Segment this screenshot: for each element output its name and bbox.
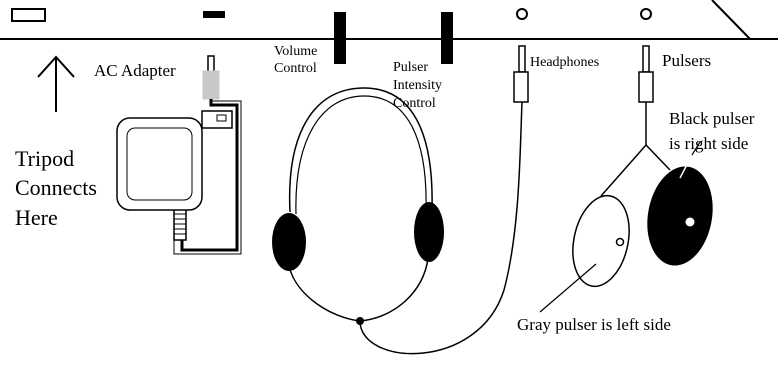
- headphones-jack: [516, 8, 528, 20]
- volume-control-label-line1: Volume: [274, 44, 317, 59]
- ac-adapter-prong-hole: [216, 114, 227, 122]
- ac-adapter-label: AC Adapter: [94, 61, 176, 80]
- headphone-plug-grip: [513, 71, 529, 103]
- black-pulser-leader-line: [691, 141, 701, 156]
- volume-control-slider[interactable]: [334, 12, 346, 64]
- ac-adapter-body-inset: [126, 127, 193, 201]
- black-pulser-right: [647, 166, 713, 266]
- headphone-cord: [359, 101, 523, 355]
- ac-adapter-body: [116, 117, 203, 211]
- tripod-label-line2: Connects: [15, 175, 97, 200]
- ac-power-port: [203, 11, 225, 18]
- headband-inner: [295, 95, 427, 215]
- black-pulser-indicator-dot: [685, 217, 695, 227]
- ac-adapter: [116, 55, 242, 255]
- gray-pulser-left: [572, 194, 630, 288]
- ac-adapter-plug-grip: [202, 70, 220, 100]
- pulsers-label: Pulsers: [662, 51, 711, 70]
- tripod-arrow-icon: [37, 55, 75, 112]
- device-corner-bevel: [711, 0, 751, 40]
- black-pulser-leader-inside: [679, 154, 693, 179]
- black-pulser-label-line2: is right side: [669, 134, 748, 153]
- gray-pulser-leader-line: [539, 263, 597, 313]
- left-ear-cup: [272, 213, 306, 271]
- black-pulser-label-line1: Black pulser: [669, 109, 755, 128]
- ac-adapter-cord: [180, 99, 239, 252]
- pulser-plug-grip: [638, 71, 654, 103]
- ac-adapter-cord-outline: [173, 99, 242, 255]
- pulser-intensity-label-line3: Control: [393, 96, 436, 111]
- pulser-intensity-control-slider[interactable]: [441, 12, 453, 64]
- pulser-plug-tip: [642, 45, 650, 73]
- headband-outer: [288, 87, 433, 213]
- tripod-socket: [11, 8, 46, 22]
- right-ear-cup: [414, 202, 444, 262]
- device-panel: [0, 0, 778, 40]
- ac-adapter-strain-relief-rings: [174, 213, 186, 235]
- pulser-cord-right-branch: [645, 144, 671, 171]
- headphone-plug-tip: [518, 45, 526, 73]
- pulser-intensity-label-line1: Pulser: [393, 60, 428, 75]
- pulser-intensity-label-line2: Intensity: [393, 78, 442, 93]
- tripod-label-line1: Tripod: [15, 146, 74, 171]
- pulser-cord-left-branch: [600, 144, 647, 197]
- left-ear-wire: [288, 265, 361, 322]
- gray-pulser-indicator-dot: [615, 237, 625, 247]
- ac-adapter-plug-tip: [207, 55, 215, 73]
- headphones: [272, 45, 529, 355]
- volume-control-label-line2: Control: [274, 61, 317, 76]
- tripod-label-line3: Here: [15, 205, 58, 230]
- gray-pulser-label: Gray pulser is left side: [517, 315, 671, 334]
- right-ear-wire: [359, 257, 429, 322]
- pulsers: [539, 45, 713, 313]
- pulsers-jack: [640, 8, 652, 20]
- headphones-label: Headphones: [530, 55, 599, 70]
